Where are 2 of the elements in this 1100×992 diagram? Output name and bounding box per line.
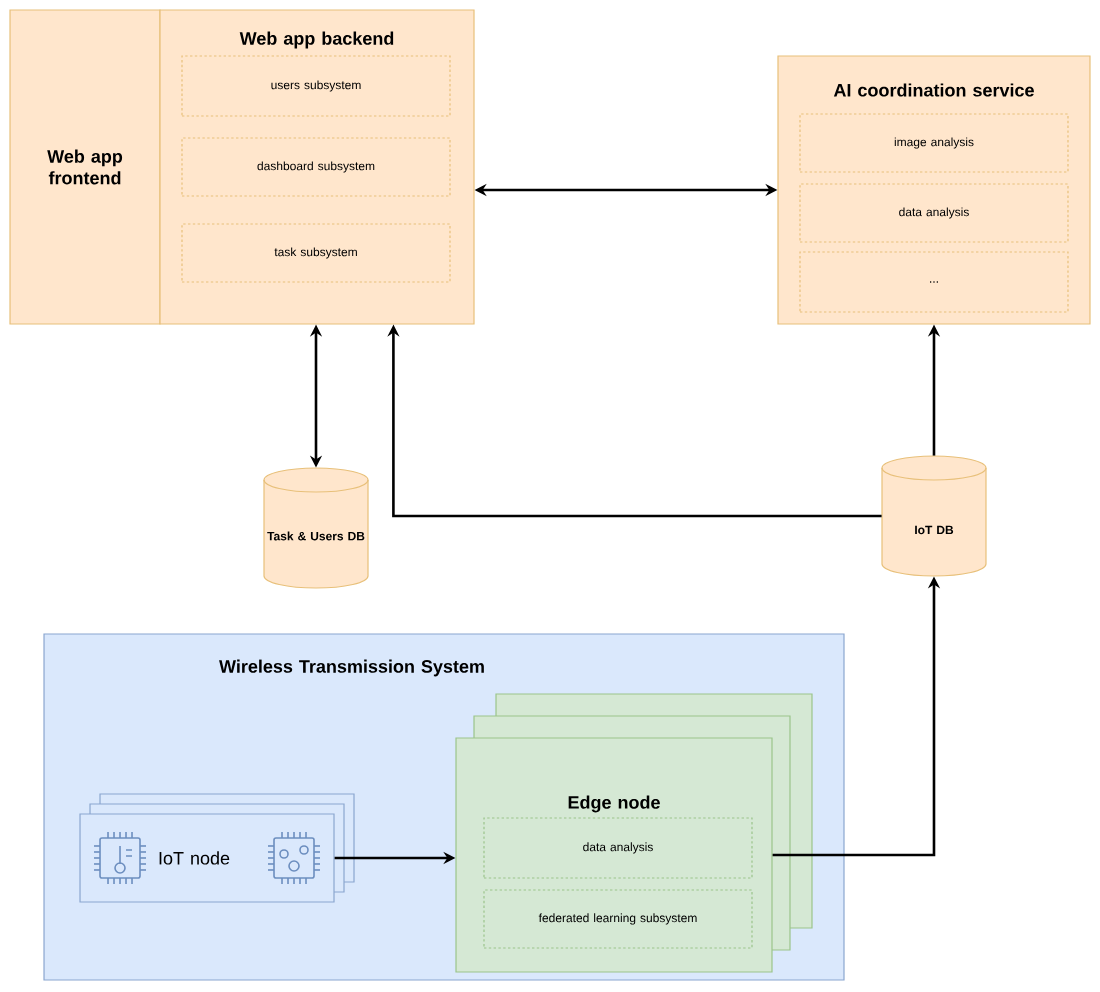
stacked-box: IoT node [79, 813, 335, 903]
system-box: Web app frontend [9, 9, 161, 325]
